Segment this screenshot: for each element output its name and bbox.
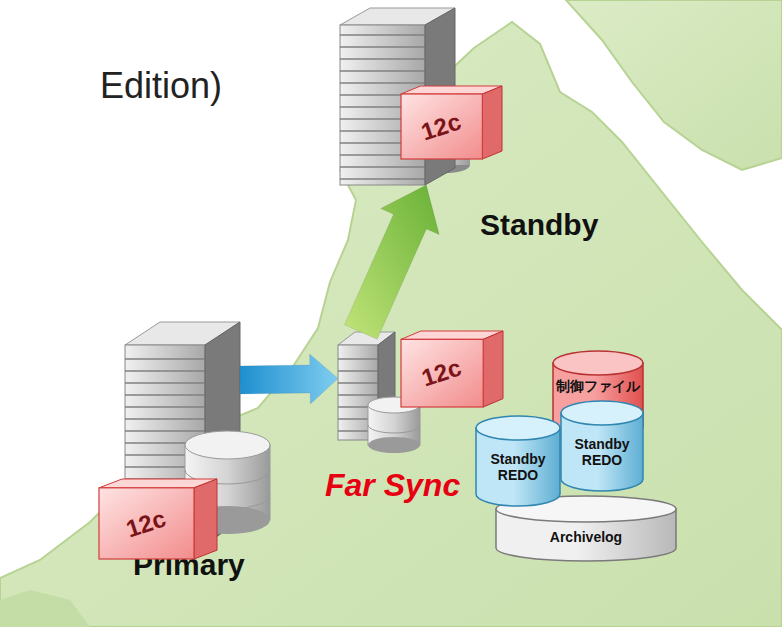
redo-cylinder: Standby REDO <box>560 400 644 492</box>
server-label: Far Sync <box>325 468 460 503</box>
storage-label: Standby REDO <box>560 436 644 468</box>
server-label: Standby <box>480 208 598 241</box>
flow-arrow <box>240 354 338 404</box>
server-node: Far Sync12c <box>338 332 395 440</box>
flow-arrow <box>344 185 439 339</box>
storage-label: Archivelog <box>495 529 677 545</box>
cylinder-top <box>496 496 676 522</box>
badge-side <box>483 331 503 407</box>
heading-fragment: Edition) <box>100 66 222 106</box>
server-node: Standby12c <box>340 8 455 185</box>
version-badge: 12c <box>98 478 218 560</box>
badge-side <box>194 479 217 559</box>
badge-side <box>482 86 502 159</box>
cylinder-top <box>476 416 560 440</box>
storage-label: Standby REDO <box>475 451 561 483</box>
server-node: Primary12c <box>125 322 240 545</box>
cylinder-top <box>561 401 643 425</box>
cylinder-top <box>553 351 643 375</box>
redo-cylinder: Standby REDO <box>475 415 561 507</box>
version-badge: 12c <box>400 85 503 160</box>
storage-label: 制御ファイル <box>552 378 644 394</box>
version-badge: 12c <box>400 330 504 408</box>
